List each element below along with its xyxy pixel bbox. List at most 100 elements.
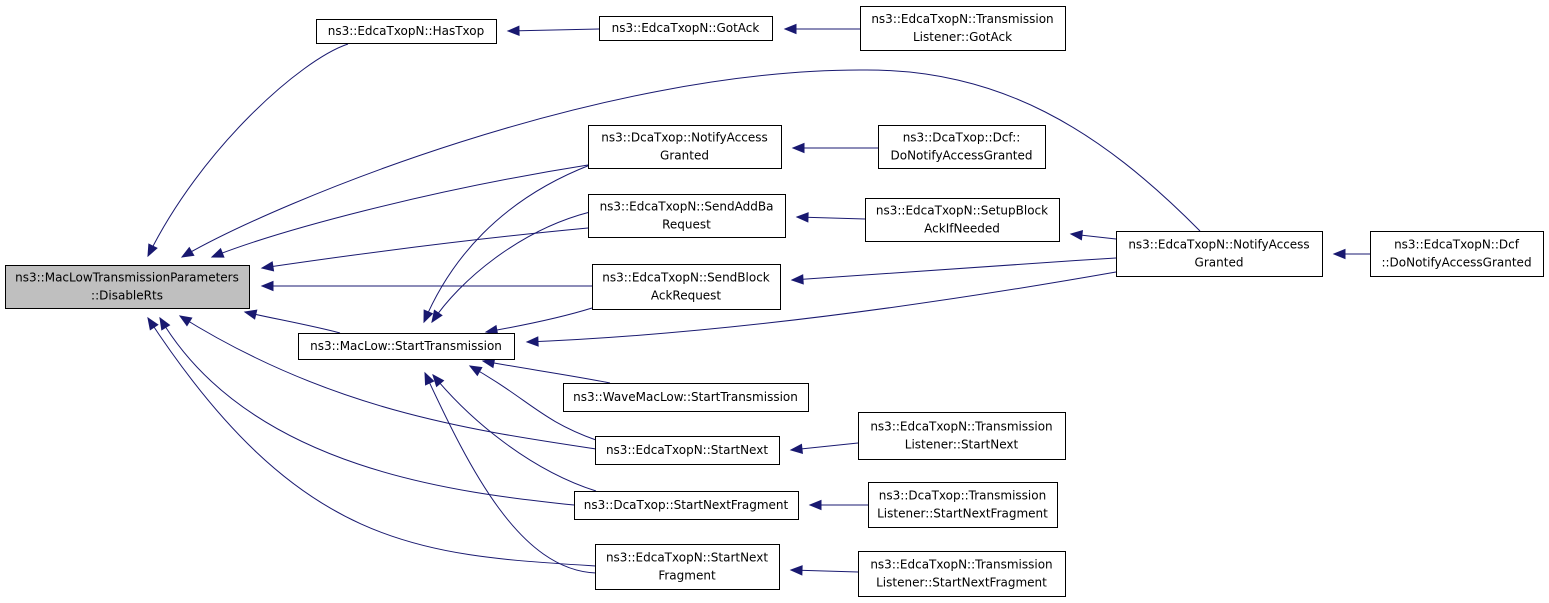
node-label-line: ns3::EdcaTxopN::StartNext — [606, 443, 768, 457]
edge-arrowhead — [159, 316, 171, 331]
edge-arrowhead — [791, 142, 805, 154]
node-box[interactable] — [865, 198, 1060, 242]
node-edca_tl_snf[interactable]: ns3::EdcaTxopN::TransmissionListener::St… — [858, 551, 1066, 597]
edge-arrowhead — [243, 309, 258, 320]
node-box[interactable] — [588, 194, 786, 238]
node-hastxop[interactable]: ns3::EdcaTxopN::HasTxop — [316, 19, 497, 44]
node-box[interactable] — [1370, 231, 1544, 277]
node-box[interactable] — [574, 491, 799, 520]
node-label-line: ns3::EdcaTxopN::GotAck — [612, 21, 760, 35]
edge-tl_gotack-to-gotack — [783, 23, 860, 35]
node-box[interactable] — [592, 264, 781, 310]
edge-dca_snf-to-starttx — [432, 373, 597, 492]
node-box[interactable] — [316, 19, 497, 44]
node-box[interactable] — [860, 6, 1066, 51]
node-edca_snf[interactable]: ns3::EdcaTxopN::StartNextFragment — [595, 544, 780, 590]
node-label-line: ns3::MacLowTransmissionParameters — [15, 271, 239, 285]
node-box[interactable] — [1116, 231, 1323, 277]
edge-line — [469, 365, 597, 441]
edge-line — [147, 317, 597, 567]
node-label-line: ns3::EdcaTxopN::SetupBlock — [876, 204, 1048, 218]
edge-arrowhead — [432, 373, 445, 388]
edge-arrowhead — [783, 23, 797, 35]
edge-edca_tl_snf-to-edca_snf — [789, 565, 859, 576]
edges-layer — [147, 23, 1370, 576]
edge-arrowhead — [210, 247, 225, 258]
node-edca_notify[interactable]: ns3::EdcaTxopN::NotifyAccessGranted — [1116, 231, 1323, 277]
node-starttx[interactable]: ns3::MacLow::StartTransmission — [298, 333, 515, 360]
edge-edca_notify-to-root — [180, 69, 1201, 258]
node-label-line: Listener::StartNext — [905, 438, 1019, 452]
edge-line — [181, 69, 1201, 258]
node-tl_startnext[interactable]: ns3::EdcaTxopN::TransmissionListener::St… — [858, 412, 1066, 460]
node-wave_starttx[interactable]: ns3::WaveMacLow::StartTransmission — [563, 383, 809, 412]
node-edca_dcf[interactable]: ns3::EdcaTxopN::Dcf::DoNotifyAccessGrant… — [1370, 231, 1544, 277]
node-tl_gotack[interactable]: ns3::EdcaTxopN::TransmissionListener::Go… — [860, 6, 1066, 51]
edge-edca_snf-to-starttx — [424, 371, 597, 574]
node-label-line: ns3::EdcaTxopN::Transmission — [871, 12, 1053, 26]
node-box[interactable] — [298, 333, 515, 360]
node-dca_tl_snf[interactable]: ns3::DcaTxop::TransmissionListener::Star… — [868, 482, 1058, 528]
node-label-line: Listener::GotAck — [913, 30, 1012, 44]
edge-dca_tl_snf-to-dca_snf — [808, 499, 868, 511]
node-label-line: ns3::DcaTxop::NotifyAccess — [601, 131, 767, 145]
node-box[interactable] — [563, 383, 809, 412]
edge-sendblockack-to-root — [260, 280, 592, 292]
edge-line — [424, 372, 597, 574]
node-dca_notify[interactable]: ns3::DcaTxop::NotifyAccessGranted — [588, 125, 782, 169]
node-gotack[interactable]: ns3::EdcaTxopN::GotAck — [599, 16, 773, 41]
node-label-line: AckRequest — [651, 289, 722, 303]
node-box[interactable] — [878, 125, 1046, 169]
edge-line — [431, 211, 591, 323]
node-box[interactable] — [599, 16, 773, 41]
node-dca_dcf[interactable]: ns3::DcaTxop::Dcf::DoNotifyAccessGranted — [878, 125, 1046, 169]
edge-arrowhead — [795, 212, 809, 223]
node-box[interactable] — [588, 125, 782, 169]
edge-line — [526, 271, 1117, 343]
edge-line — [482, 360, 611, 384]
node-box[interactable] — [595, 436, 780, 465]
edge-arrowhead — [506, 25, 520, 36]
edge-line — [507, 28, 600, 32]
node-label-line: ::DoNotifyAccessGranted — [1381, 256, 1531, 270]
node-label-line: Request — [662, 218, 711, 232]
edge-arrowhead — [525, 336, 539, 347]
edge-line — [261, 227, 589, 269]
edge-dca_notify-to-root — [210, 164, 589, 258]
node-box[interactable] — [595, 544, 780, 590]
node-dca_snf[interactable]: ns3::DcaTxop::StartNextFragment — [574, 491, 799, 520]
edge-sendaddba-to-starttx — [431, 211, 591, 324]
edge-edca_dcf-to-edca_notify — [1332, 248, 1370, 260]
node-label-line: Listener::StartNextFragment — [876, 576, 1047, 590]
edge-arrowhead — [147, 316, 159, 331]
node-box[interactable] — [858, 412, 1066, 460]
edge-line — [159, 317, 575, 506]
edge-edca_notify-to-setupblock — [1069, 230, 1117, 241]
node-label-line: DoNotifyAccessGranted — [890, 149, 1032, 163]
edge-dca_notify-to-starttx — [423, 164, 591, 324]
edge-line — [244, 311, 341, 334]
node-label-line: ns3::EdcaTxopN::StartNext — [606, 551, 768, 565]
edge-arrowhead — [468, 365, 483, 377]
edge-wave_starttx-to-starttx — [481, 357, 611, 384]
node-label-line: ns3::MacLow::StartTransmission — [310, 339, 502, 353]
node-box[interactable] — [868, 482, 1058, 528]
edge-arrowhead — [178, 315, 193, 327]
node-box[interactable] — [5, 265, 250, 309]
edge-line — [423, 164, 591, 323]
edge-startnext-to-root — [178, 315, 597, 450]
edge-arrowhead — [180, 246, 195, 258]
edge-sendaddba-to-root — [260, 227, 589, 272]
edge-line — [147, 43, 349, 257]
node-label-line: Listener::StartNextFragment — [877, 507, 1048, 521]
node-startnext[interactable]: ns3::EdcaTxopN::StartNext — [595, 436, 780, 465]
edge-dca_snf-to-root — [159, 316, 575, 506]
node-label-line: ns3::EdcaTxopN::Dcf — [1394, 238, 1520, 252]
node-box[interactable] — [858, 551, 1066, 597]
node-label-line: AckIfNeeded — [924, 222, 1000, 236]
node-root[interactable]: ns3::MacLowTransmissionParameters::Disab… — [5, 265, 250, 309]
edge-arrowhead — [1332, 248, 1346, 260]
